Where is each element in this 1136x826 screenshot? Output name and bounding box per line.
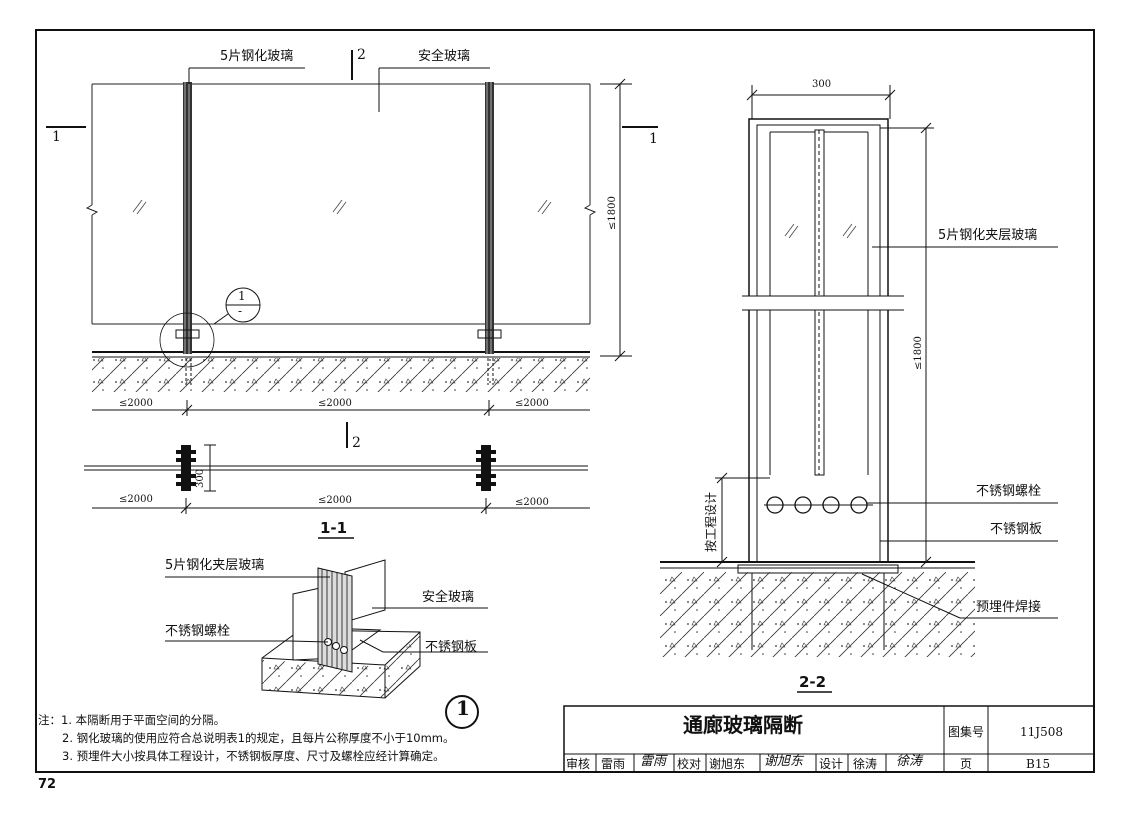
label-safety-glass: 安全玻璃 — [418, 49, 471, 64]
design-signature: 徐涛 — [896, 754, 923, 769]
plan-dim-left: ≤2000 — [119, 494, 153, 505]
section-mark-1-right: 1 — [649, 131, 658, 147]
review-name: 雷雨 — [601, 757, 626, 771]
s2-label-glass: 5片钢化夹层玻璃 — [938, 228, 1038, 243]
check-name: 谢旭东 — [709, 757, 746, 771]
iso-label-bolt: 不锈钢螺栓 — [165, 624, 231, 639]
detail-circle-number: 1 — [456, 696, 470, 720]
iso-label-glass-5: 5片钢化夹层玻璃 — [165, 558, 265, 573]
note-line-3: 3. 预埋件大小按具体工程设计，不锈钢板厚度、尺寸及螺栓应经计算确定。 — [62, 749, 445, 763]
s2-height-dim: ≤1800 — [913, 336, 924, 370]
section-mark-2-bottom: 2 — [352, 435, 361, 451]
section-title-1-1: 1-1 — [320, 519, 348, 537]
s2-label-embed: 预埋件焊接 — [976, 600, 1042, 615]
title-block-lines — [563, 705, 1095, 773]
detail-ref-top: 1 — [238, 289, 246, 303]
design-label: 设计 — [819, 757, 844, 771]
detail-ref-bottom: - — [238, 304, 243, 318]
dim-height-left: ≤1800 — [607, 196, 618, 230]
page-number-box: B15 — [1026, 757, 1051, 771]
s2-label-bolt: 不锈钢螺栓 — [976, 484, 1042, 499]
section-view-2-2 — [660, 85, 1058, 693]
drawing-title: 通廊玻璃隔断 — [683, 713, 803, 737]
design-name: 徐涛 — [853, 757, 878, 771]
iso-label-safety: 安全玻璃 — [422, 590, 475, 605]
plan-view-1-1 — [84, 444, 590, 539]
sheet-page-number: 72 — [38, 777, 57, 792]
label-tempered-glass-5: 5片钢化玻璃 — [220, 49, 294, 64]
section-mark-2-top: 2 — [357, 47, 366, 63]
review-signature: 雷雨 — [640, 754, 667, 769]
sheet-border — [35, 29, 1095, 773]
atlas-label: 图集号 — [948, 725, 985, 739]
check-label: 校对 — [677, 757, 702, 771]
note-line-2: 2. 钢化玻璃的使用应符合总说明表1的规定，且每片公称厚度不小于10mm。 — [62, 731, 455, 745]
note-line-1: 注：1. 本隔断用于平面空间的分隔。 — [38, 713, 226, 727]
elevation-view — [46, 50, 658, 416]
check-signature: 谢旭东 — [764, 754, 804, 769]
iso-label-plate: 不锈钢板 — [425, 640, 478, 655]
s2-label-plate: 不锈钢板 — [990, 522, 1043, 537]
isometric-detail — [165, 559, 488, 729]
page-label: 页 — [960, 757, 973, 771]
plan-dim-mid: ≤2000 — [318, 495, 352, 506]
plan-dim-300: 300 — [195, 468, 206, 488]
dim-left: ≤2000 — [119, 398, 153, 409]
plan-dim-right: ≤2000 — [515, 497, 549, 508]
review-label: 审核 — [566, 757, 591, 771]
atlas-number: 11J508 — [1020, 725, 1063, 739]
s2-label-by-design: 按工程设计 — [704, 491, 718, 552]
section-mark-1-left: 1 — [52, 129, 61, 145]
s2-width-dim: 300 — [812, 79, 832, 90]
dim-mid: ≤2000 — [318, 398, 352, 409]
section-title-2-2: 2-2 — [799, 673, 827, 691]
dim-right: ≤2000 — [515, 398, 549, 409]
